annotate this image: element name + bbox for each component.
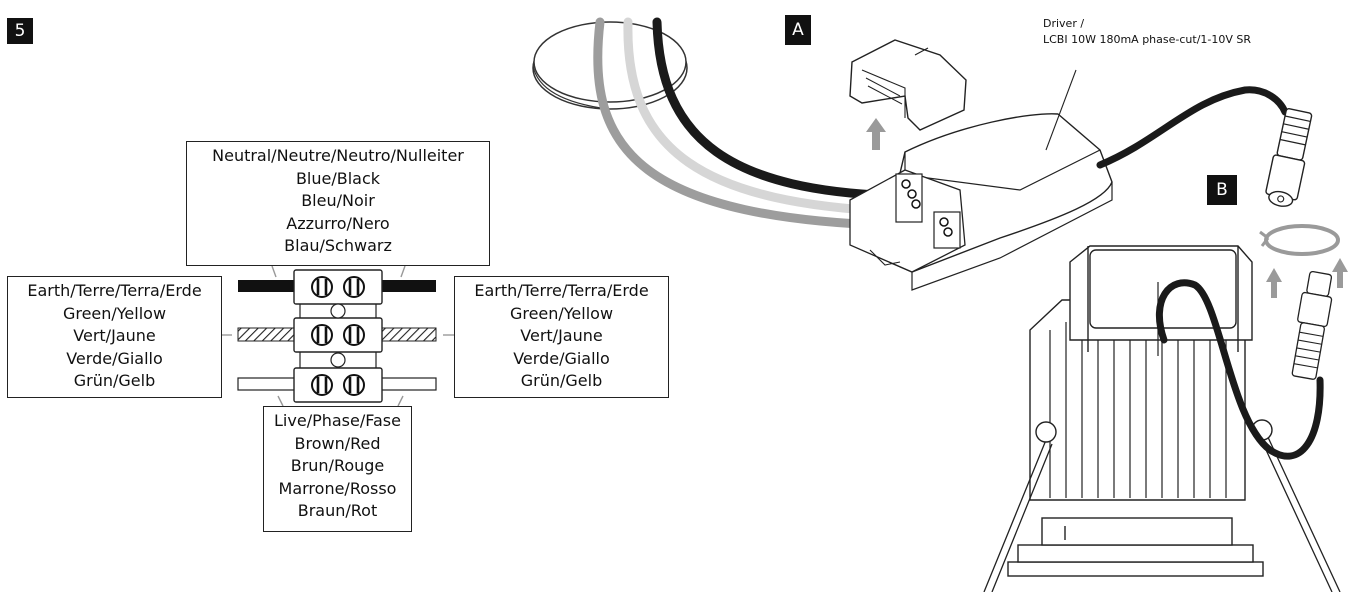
neutral-label-line: Blau/Schwarz	[284, 236, 392, 255]
live-label: Live/Phase/Fase Brown/Red Brun/Rouge Mar…	[263, 406, 412, 532]
earth-label-line: Green/Yellow	[62, 303, 167, 323]
earth-label-line: Verde/Giallo	[513, 348, 610, 368]
twist-indicator-icon	[1259, 224, 1340, 256]
lift-arrow-icon	[866, 118, 886, 150]
step-number-badge: 5	[7, 18, 33, 44]
mains-cables	[593, 17, 913, 231]
earth-label-line: Verde/Giallo	[66, 348, 163, 368]
live-label-line: Brun/Rouge	[290, 456, 385, 475]
neutral-label-line: Blue/Black	[295, 168, 381, 188]
earth-label-line: Green/Yellow	[509, 303, 614, 323]
earth-label-line: Vert/Jaune	[73, 326, 156, 345]
earth-label-line: Grün/Gelb	[73, 371, 156, 390]
earth-label-line: Earth/Terre/Terra/Erde	[474, 281, 649, 300]
driver-unit	[849, 69, 1113, 291]
luminaire-cable	[1156, 279, 1324, 460]
neutral-wire-left	[238, 280, 304, 292]
part-b-badge: B	[1207, 175, 1237, 205]
earth-label-line: Vert/Jaune	[520, 326, 603, 345]
part-a-badge: A	[785, 15, 811, 45]
live-label-line: Braun/Rot	[297, 501, 378, 520]
earth-label-left: Earth/Terre/Terra/Erde Green/Yellow Vert…	[7, 276, 222, 398]
connector-plug-upper	[1265, 108, 1313, 207]
live-label-line: Live/Phase/Fase	[274, 411, 401, 430]
terminal-cover	[849, 39, 967, 131]
earth-label-line: Earth/Terre/Terra/Erde	[27, 281, 202, 300]
live-label-line: Brown/Red	[294, 433, 381, 453]
earth-label-line: Grün/Gelb	[520, 371, 603, 390]
ceiling-cutout	[532, 21, 688, 110]
driver-callout: Driver / LCBI 10W 180mA phase-cut/1-10V …	[1043, 16, 1251, 48]
driver-output-cable	[1096, 86, 1289, 169]
driver-callout-line-1: Driver /	[1043, 17, 1085, 30]
neutral-wire-right	[372, 280, 436, 292]
neutral-label: Neutral/Neutre/Neutro/Nulleiter Blue/Bla…	[186, 141, 490, 266]
earth-label-right: Earth/Terre/Terra/Erde Green/Yellow Vert…	[454, 276, 669, 398]
push-arrows-icon	[1266, 258, 1348, 298]
neutral-label-line: Bleu/Noir	[301, 191, 375, 210]
live-label-line: Marrone/Rosso	[278, 478, 397, 498]
connector-plug-lower	[1291, 270, 1333, 380]
terminal-block	[222, 265, 454, 407]
driver-callout-line-2: LCBI 10W 180mA phase-cut/1-10V SR	[1043, 33, 1252, 46]
neutral-label-line: Azzurro/Nero	[286, 213, 390, 233]
neutral-label-line: Neutral/Neutre/Neutro/Nulleiter	[212, 146, 464, 165]
